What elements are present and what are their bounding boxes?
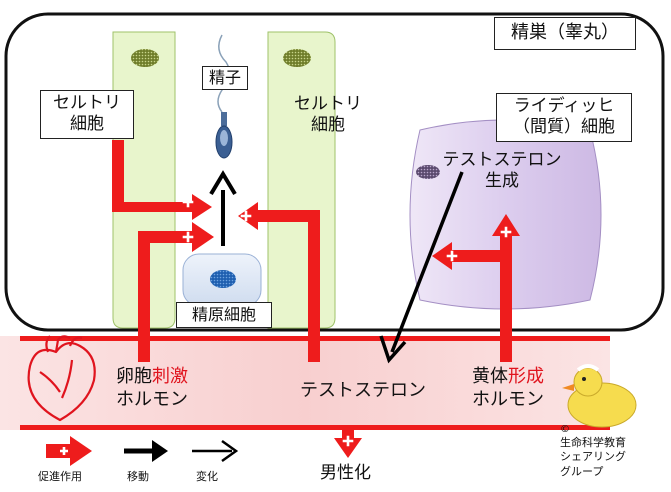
testosterone-production-label: テストステロン 生成	[440, 150, 564, 193]
fsh-line2: ホルモン	[116, 388, 188, 410]
fsh-prefix: 卵胞	[116, 366, 152, 387]
fsh-label: 卵胞刺激 ホルモン	[116, 366, 188, 411]
lh-highlight: 形成	[508, 366, 544, 387]
sertoli-cell-right	[267, 31, 336, 329]
leydig-line1: ライディッヒ	[513, 96, 615, 116]
lh-line1: 黄体形成	[472, 366, 544, 389]
lh-label: 黄体形成 ホルモン	[472, 366, 544, 411]
heart-icon	[27, 335, 96, 422]
spermatogonium-cell	[182, 253, 262, 307]
sertoli-right-line1: セルトリ	[294, 94, 362, 114]
sertoli-left-line2: 細胞	[70, 114, 104, 135]
sertoli-left-label: セルトリ 細胞	[40, 90, 134, 139]
sertoli-left-line1: セルトリ	[53, 93, 121, 113]
sertoli-right-label: セルトリ 細胞	[282, 94, 374, 137]
credit-line1: 生命科学教育	[560, 436, 626, 449]
credit: © 生命科学教育 シェアリング グループ	[560, 423, 626, 479]
sertoli-right-line2: 細胞	[311, 115, 345, 136]
spermatogonium-label: 精原細胞	[176, 302, 272, 328]
copyright-icon: ©	[560, 424, 570, 435]
move-arrow-spermatogenesis	[209, 170, 237, 246]
duck-mascot-icon	[562, 364, 637, 428]
leydig-line2: （間質）細胞	[513, 117, 615, 138]
legend-change-label: 変化	[196, 470, 218, 483]
legend-promote-label: 促進作用	[38, 470, 82, 483]
leydig-label: ライディッヒ （間質）細胞	[496, 93, 632, 142]
fsh-line1: 卵胞刺激	[116, 366, 188, 389]
testosterone-production-line2: 生成	[485, 171, 519, 192]
masculinization-label: 男性化	[320, 463, 371, 483]
testis-title: 精巣（睾丸）	[494, 17, 636, 50]
lh-prefix: 黄体	[472, 366, 508, 387]
promote-arrow-fsh-shaft	[138, 222, 214, 362]
credit-line3: グループ	[560, 464, 604, 478]
lh-line2: ホルモン	[472, 388, 544, 410]
legend-move-label: 移動	[127, 470, 149, 483]
sperm-label: 精子	[202, 66, 248, 90]
fsh-highlight: 刺激	[152, 366, 188, 387]
testosterone-production-line1: テストステロン	[442, 150, 562, 170]
legend-move-arrow-icon	[124, 440, 168, 462]
move-arrow-testosterone-release	[379, 171, 464, 364]
red-arrows	[112, 140, 212, 220]
promote-arrow-sertoli-left	[112, 140, 212, 220]
promote-arrow-lh	[432, 214, 520, 362]
testosterone-blood-label: テストステロン	[300, 380, 426, 401]
legend-promote-arrow-icon	[46, 436, 92, 466]
sperm-cell	[215, 34, 233, 159]
plus-marks	[182, 196, 512, 447]
legend-change-arrow-icon	[192, 439, 239, 463]
credit-line2: シェアリング	[560, 450, 626, 464]
